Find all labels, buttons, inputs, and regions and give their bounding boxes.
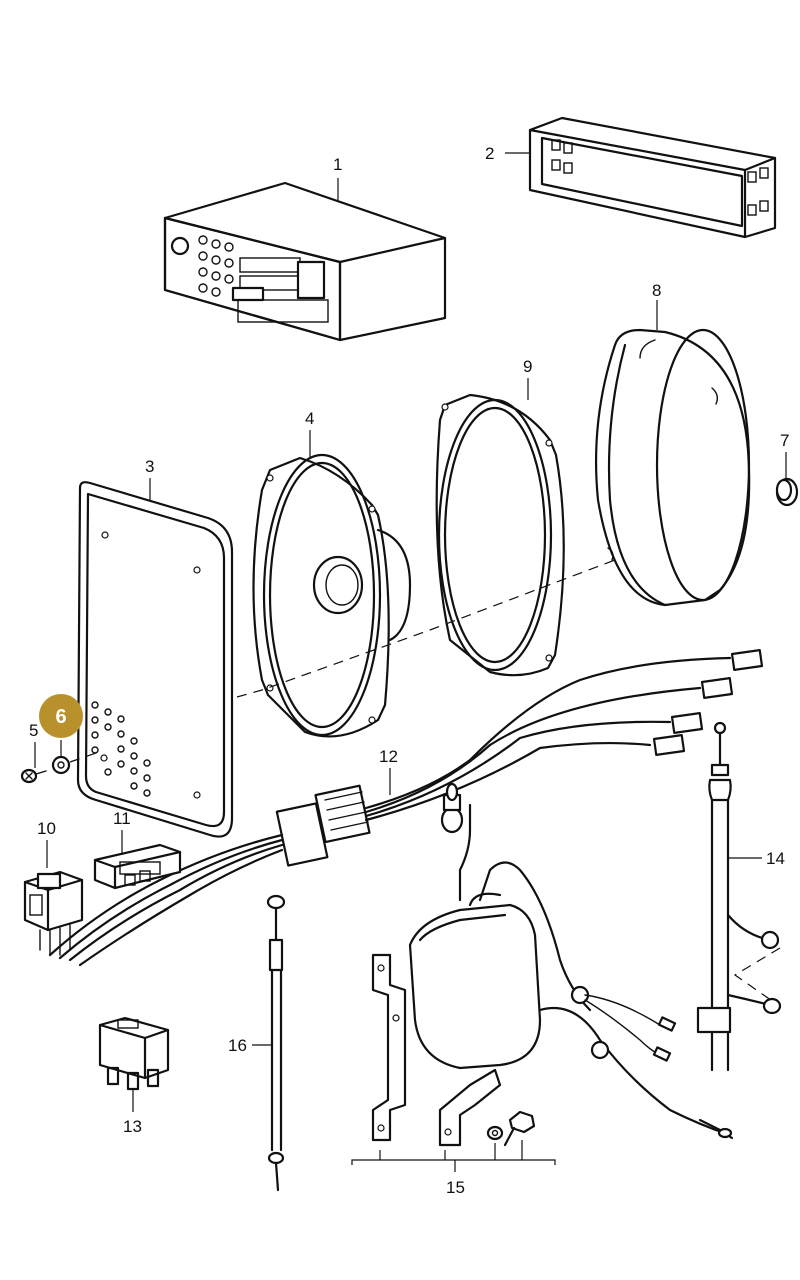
- callout-16: 16: [228, 1036, 247, 1055]
- gasket-ring[interactable]: [435, 393, 565, 677]
- callout-6: 6: [55, 706, 66, 728]
- switch[interactable]: [23, 870, 84, 956]
- callout-11: 11: [113, 809, 131, 828]
- callout-15: 15: [446, 1178, 465, 1197]
- mounting-frame[interactable]: [528, 116, 777, 239]
- callout-5: 5: [29, 721, 38, 740]
- antenna-rod[interactable]: [696, 721, 782, 1072]
- spacer-bushing[interactable]: [775, 477, 799, 507]
- loudspeaker[interactable]: [252, 453, 412, 738]
- switch-panel[interactable]: [93, 843, 182, 890]
- callout-3: 3: [145, 457, 154, 476]
- callout-7: 7: [780, 431, 789, 450]
- washer[interactable]: [51, 755, 71, 775]
- speaker-grille[interactable]: [76, 481, 234, 838]
- speaker-housing[interactable]: [594, 328, 751, 607]
- bracket-15: [351, 1140, 556, 1172]
- antenna-amplifier[interactable]: [408, 782, 734, 1140]
- callout-12: 12: [379, 747, 398, 766]
- relay[interactable]: [98, 1016, 170, 1091]
- radio-unit[interactable]: [163, 181, 447, 342]
- antenna-mast[interactable]: [266, 894, 286, 1192]
- nut-and-bolt[interactable]: [486, 1110, 536, 1147]
- callout-4: 4: [305, 409, 314, 428]
- callout-8: 8: [652, 281, 661, 300]
- callout-1: 1: [333, 155, 342, 174]
- callout-10: 10: [37, 819, 56, 838]
- highlight-badge-6[interactable]: 6: [39, 694, 83, 738]
- callout-14: 14: [766, 849, 785, 868]
- callout-9: 9: [523, 357, 532, 376]
- mounting-bracket[interactable]: [371, 953, 502, 1147]
- callout-13: 13: [123, 1117, 142, 1136]
- callout-2: 2: [485, 144, 494, 163]
- screw[interactable]: [20, 768, 47, 784]
- wiring-harness[interactable]: [48, 649, 764, 967]
